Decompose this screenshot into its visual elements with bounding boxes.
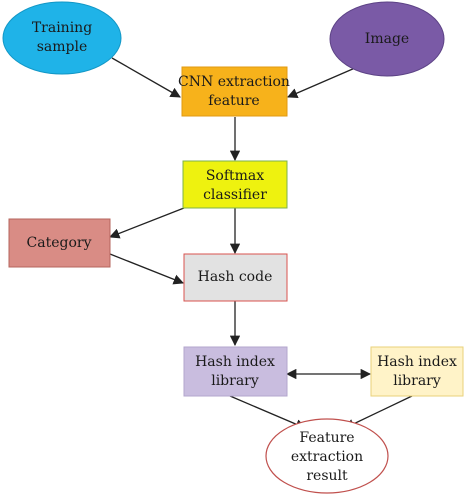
- image-shape: [329, 1, 445, 77]
- node-training-sample: Training sample: [2, 1, 122, 75]
- hash-index-library-left-shape: [183, 346, 288, 397]
- hash-code-label: Hash code: [198, 269, 273, 285]
- training-sample-label-1: Training: [32, 20, 92, 36]
- node-hash-index-library-left: Hash index library: [183, 346, 288, 397]
- hash-code-shape: [183, 253, 288, 302]
- node-cnn-extraction: CNN extraction feature: [178, 66, 290, 117]
- node-image: Image: [329, 1, 445, 77]
- hash-index-library-right-label-1: Hash index: [377, 354, 457, 370]
- cnn-extraction-label-2: feature: [208, 93, 259, 109]
- hash-index-library-left-label-2: library: [211, 373, 259, 389]
- edge-softmax-to-category: [109, 207, 185, 239]
- training-sample-shape: [2, 1, 122, 75]
- category-label: Category: [27, 235, 92, 251]
- cnn-extraction-label-1: CNN extraction: [178, 74, 290, 90]
- cnn-extraction-shape: [181, 66, 288, 117]
- feature-extraction-result-label-1: Feature: [299, 430, 354, 446]
- edge-hashindex-left-to-result: [229, 395, 306, 430]
- node-category: Category: [8, 218, 111, 268]
- feature-extraction-result-shape: [265, 418, 389, 494]
- feature-extraction-result-label-2: extraction: [291, 449, 363, 465]
- edge-hashindex-right-to-result: [344, 395, 413, 429]
- hash-index-library-left-label-1: Hash index: [195, 354, 275, 370]
- node-hash-index-library-right: Hash index library: [370, 346, 464, 397]
- category-shape: [8, 218, 111, 268]
- softmax-classifier-label-1: Softmax: [206, 168, 264, 184]
- edge-training-to-cnn: [111, 57, 181, 98]
- training-sample-label-2: sample: [37, 39, 88, 55]
- softmax-classifier-label-2: classifier: [203, 187, 267, 203]
- node-feature-extraction-result: Feature extraction result: [265, 418, 389, 494]
- edge-image-to-cnn: [287, 67, 356, 99]
- node-hash-code: Hash code: [183, 253, 288, 302]
- feature-extraction-result-label-3: result: [306, 468, 348, 484]
- softmax-classifier-shape: [182, 160, 288, 209]
- node-softmax-classifier: Softmax classifier: [182, 160, 288, 209]
- edges-group: [109, 57, 413, 430]
- image-label: Image: [365, 31, 409, 47]
- hash-index-library-right-label-2: library: [393, 373, 441, 389]
- hash-index-library-right-shape: [370, 346, 464, 397]
- edge-category-to-hashcode: [109, 253, 184, 285]
